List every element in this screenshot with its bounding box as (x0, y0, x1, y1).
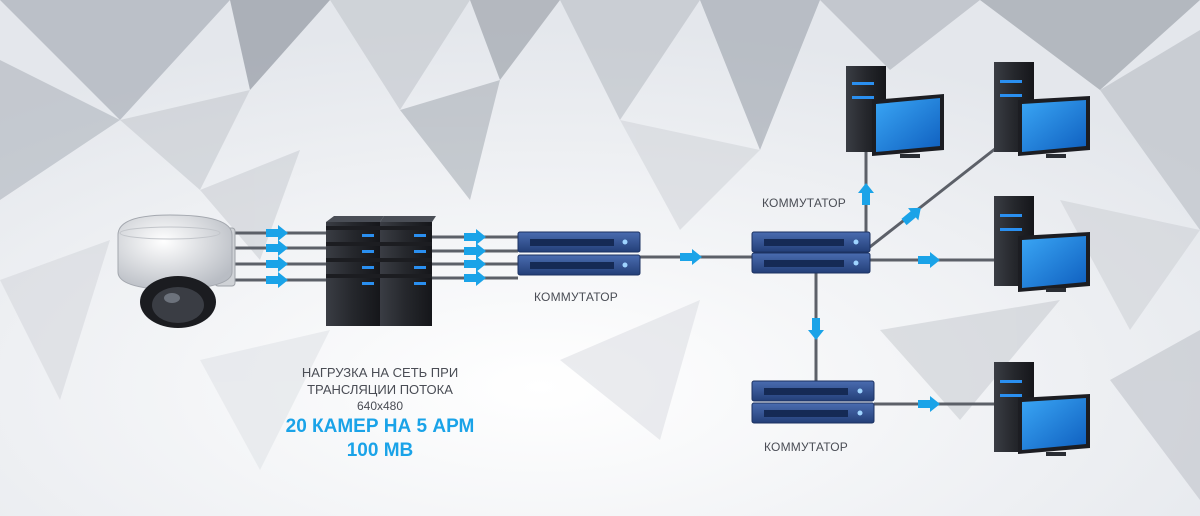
arrow-icon (464, 256, 486, 272)
arrow-icon (464, 270, 486, 286)
workstation-icon (994, 362, 1090, 456)
workstation-icon (846, 66, 944, 158)
server-icon (326, 216, 384, 326)
workstation-icon (994, 196, 1090, 292)
arrow-icon (808, 318, 824, 340)
server-icon (380, 216, 436, 326)
arrow-icon (918, 396, 940, 412)
arrow-icon (918, 252, 940, 268)
arrow-icon (464, 229, 486, 245)
load-caption: НАГРУЗКА НА СЕТЬ ПРИ ТРАНСЛЯЦИИ ПОТОКА 6… (270, 364, 490, 463)
arrow-icon (680, 249, 702, 265)
caption-line-2: ТРАНСЛЯЦИИ ПОТОКА (307, 382, 453, 397)
switch-label-bottom: КОММУТАТОР (764, 440, 848, 454)
arrow-icon (266, 272, 288, 288)
caption-line-1: НАГРУЗКА НА СЕТЬ ПРИ (301, 365, 459, 380)
caption-line-3: 640x480 (356, 399, 404, 413)
caption-highlight-1: 20 КАМЕР НА 5 АРМ (285, 416, 475, 437)
arrow-icon (898, 201, 926, 229)
workstation-icon (994, 62, 1090, 158)
arrow-icon (266, 240, 288, 256)
arrow-icon (464, 243, 486, 259)
network-switch-icon (751, 380, 875, 424)
network-switch-icon (751, 231, 871, 274)
switch-label-top: КОММУТАТОР (762, 196, 846, 210)
switch-label-center: КОММУТАТОР (534, 290, 618, 304)
network-switch-icon (517, 231, 641, 276)
arrow-icon (858, 183, 874, 205)
caption-highlight-2: 100 MB (346, 440, 414, 461)
arrow-icon (266, 225, 288, 241)
arrow-icon (266, 256, 288, 272)
